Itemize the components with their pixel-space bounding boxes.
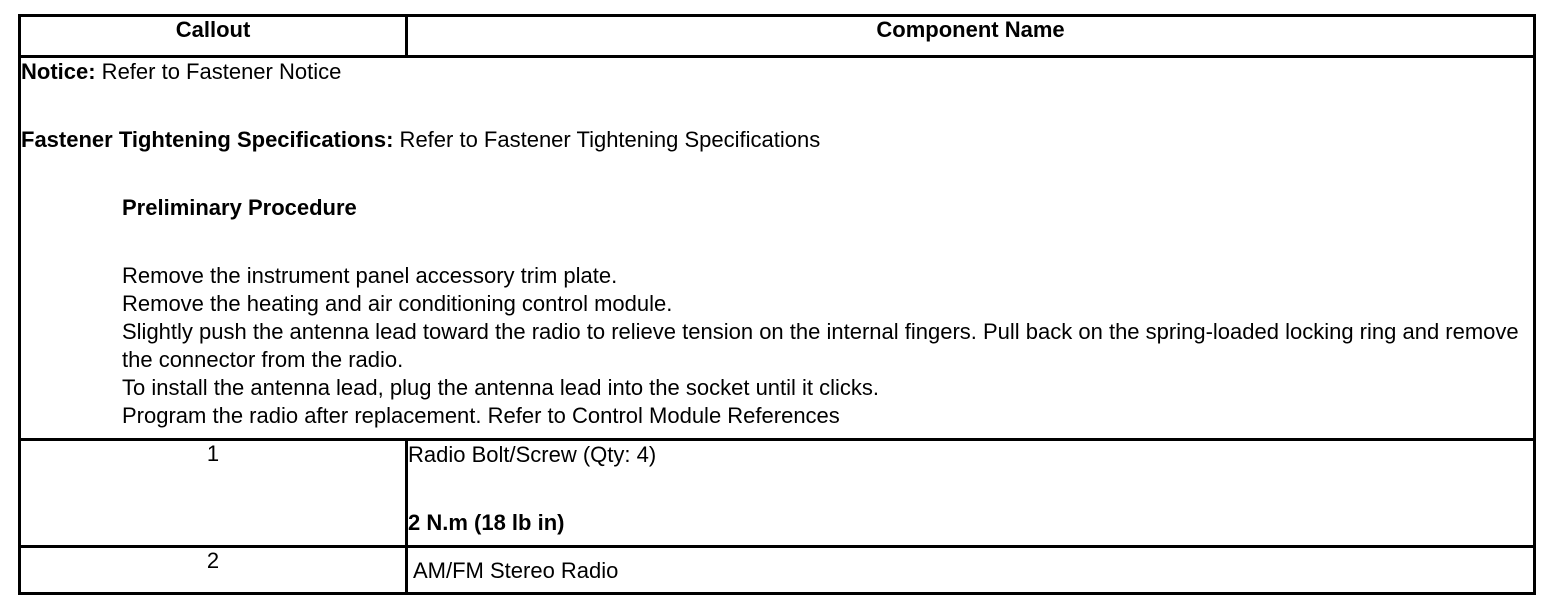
notice-text: Refer to Fastener Notice [95, 59, 342, 84]
component-name-cell: AM/FM Stereo Radio [405, 545, 1536, 595]
preliminary-heading: Preliminary Procedure [122, 195, 357, 220]
procedure-steps: Remove the instrument panel accessory tr… [122, 262, 1533, 430]
fastener-text: Refer to Fastener Tightening Specificati… [393, 127, 821, 152]
fastener-line: Fastener Tightening Specifications: Refe… [21, 126, 1533, 154]
intro-cell: Notice: Refer to Fastener Notice Fastene… [18, 55, 1536, 441]
notice-label: Notice: [21, 59, 96, 84]
component-name: Radio Bolt/Screw (Qty: 4) [408, 442, 657, 467]
procedure-step: Program the radio after replacement. Ref… [122, 403, 840, 428]
intro-row: Notice: Refer to Fastener Notice Fastene… [18, 55, 1536, 441]
callout-header: Callout [18, 14, 408, 58]
table-row: 2 AM/FM Stereo Radio [18, 545, 1536, 595]
component-table: Callout Component Name Notice: Refer to … [18, 14, 1536, 595]
procedure-step: Remove the heating and air conditioning … [122, 291, 673, 316]
callout-cell: 2 [18, 545, 408, 595]
header-row: Callout Component Name [18, 14, 1536, 58]
component-name-header: Component Name [405, 14, 1536, 58]
procedure-step: Slightly push the antenna lead toward th… [122, 319, 1519, 372]
fastener-label: Fastener Tightening Specifications: [21, 127, 394, 152]
procedure-step: Remove the instrument panel accessory tr… [122, 263, 618, 288]
torque-spec: 2 N.m (18 lb in) [408, 510, 565, 535]
table-row: 1 Radio Bolt/Screw (Qty: 4) 2 N.m (18 lb… [18, 438, 1536, 548]
component-name-cell: Radio Bolt/Screw (Qty: 4) 2 N.m (18 lb i… [405, 438, 1536, 548]
component-name: AM/FM Stereo Radio [413, 558, 619, 583]
procedure-step: To install the antenna lead, plug the an… [122, 375, 880, 400]
notice-line: Notice: Refer to Fastener Notice [21, 58, 1533, 86]
callout-cell: 1 [18, 438, 408, 548]
